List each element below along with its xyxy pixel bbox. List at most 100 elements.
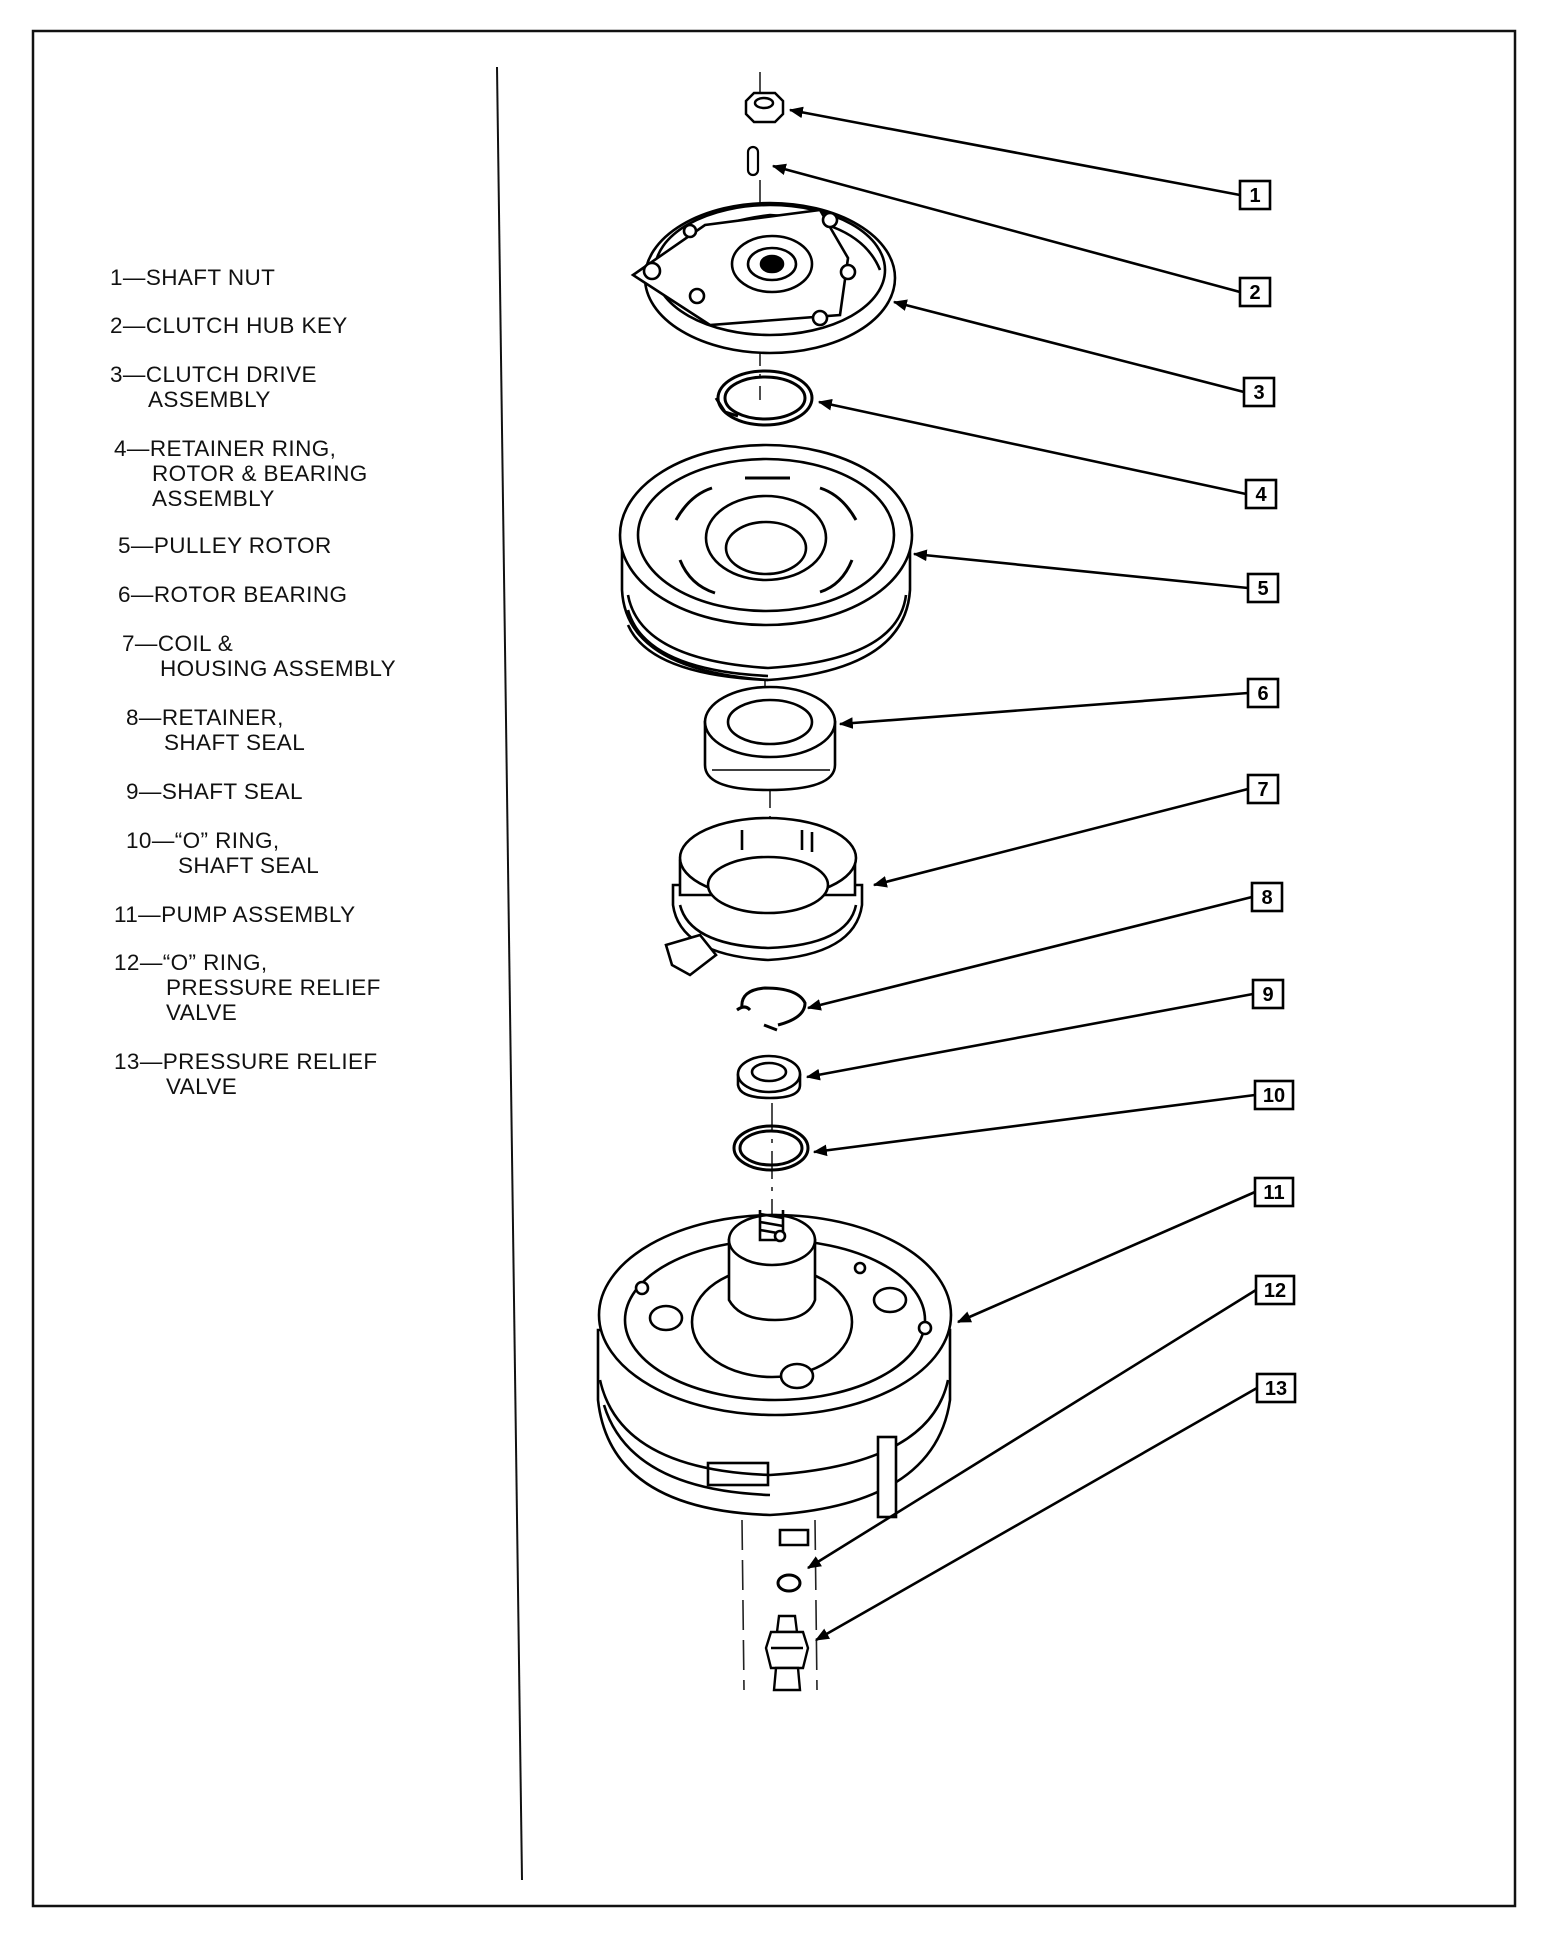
- part-pump-assembly: [596, 1210, 953, 1547]
- legend-separator: —: [139, 1049, 163, 1074]
- callout-1: 1: [1238, 179, 1272, 211]
- column-divider: [496, 66, 523, 1881]
- leader-1: [788, 106, 1241, 197]
- legend-item-6: 6—ROTOR BEARING: [118, 582, 347, 607]
- legend-item-10: 10—“O” RING,SHAFT SEAL: [126, 828, 319, 878]
- legend-separator: —: [122, 362, 146, 387]
- legend-separator: —: [126, 436, 150, 461]
- callout-box: [1246, 773, 1280, 805]
- part-clutch-drive: [630, 201, 897, 355]
- callout-3: 3: [1242, 376, 1276, 408]
- legend-text: ASSEMBLY: [148, 387, 271, 412]
- part-pressure-relief-valve: [764, 1614, 810, 1692]
- lower-axis: [741, 1519, 818, 1691]
- legend-text: ROTOR & BEARING: [152, 461, 368, 486]
- callout-box: [1246, 677, 1280, 709]
- callout-2: 2: [1238, 276, 1272, 308]
- callout-13: 13: [1255, 1372, 1297, 1404]
- callout-box: [1244, 478, 1278, 510]
- leader-12: [807, 1288, 1257, 1570]
- legend-text: COIL &: [157, 631, 234, 656]
- callout-box: [1246, 572, 1280, 604]
- legend-number: 11: [114, 902, 139, 927]
- part-clutch-hub-key: [746, 145, 760, 177]
- legend-separator: —: [122, 265, 146, 290]
- callout-box: [1255, 1372, 1297, 1404]
- part-shaft-seal: [736, 1054, 802, 1100]
- part-retainer-ring-rotor: [714, 369, 814, 427]
- legend-item-7: 7—COIL &HOUSING ASSEMBLY: [122, 631, 396, 681]
- callout-7: 7: [1246, 773, 1280, 805]
- legend-item-11: 11—PUMP ASSEMBLY: [114, 902, 356, 927]
- part-pulley-rotor: [618, 443, 914, 682]
- legend-item-5: 5—PULLEY ROTOR: [118, 533, 332, 558]
- legend-text: “O” RING,: [162, 950, 268, 975]
- callout-number: 2: [1249, 282, 1260, 304]
- outer-border: [31, 29, 1517, 1908]
- legend-text: RETAINER RING,: [149, 436, 337, 461]
- legend-number: 5: [118, 533, 131, 558]
- callout-number: 3: [1253, 382, 1264, 404]
- legend-text: ASSEMBLY: [152, 486, 275, 511]
- part-rotor-bearing: [703, 685, 837, 792]
- legend-item-9: 9—SHAFT SEAL: [126, 779, 303, 804]
- legend-separator: —: [138, 779, 162, 804]
- callout-number: 6: [1257, 683, 1268, 705]
- legend-separator: —: [130, 582, 154, 607]
- leader-10: [812, 1093, 1256, 1157]
- legend-text: VALVE: [166, 1074, 238, 1099]
- legend-number: 8: [126, 705, 139, 730]
- legend-number: 7: [122, 631, 135, 656]
- legend-text: SHAFT NUT: [145, 265, 276, 290]
- leader-9: [805, 992, 1254, 1081]
- leader-3: [892, 299, 1245, 394]
- legend-item-8: 8—RETAINER,SHAFT SEAL: [126, 705, 305, 755]
- legend-text: “O” RING,: [174, 828, 280, 853]
- callout-9: 9: [1251, 978, 1285, 1010]
- legend-number: 6: [118, 582, 131, 607]
- legend-number: 9: [126, 779, 139, 804]
- leader-4: [817, 399, 1247, 496]
- legend-text: ROTOR BEARING: [153, 582, 348, 607]
- legend-number: 4: [114, 436, 127, 461]
- callout-box: [1254, 1274, 1296, 1306]
- legend-text: SHAFT SEAL: [161, 779, 303, 804]
- part-retainer-shaft-seal: [736, 986, 807, 1032]
- callout-6: 6: [1246, 677, 1280, 709]
- callout-number: 10: [1263, 1085, 1285, 1107]
- legend-item-2: 2—CLUTCH HUB KEY: [110, 313, 348, 338]
- legend-text: PULLEY ROTOR: [153, 533, 332, 558]
- callout-4: 4: [1244, 478, 1278, 510]
- leader-2: [771, 163, 1241, 294]
- legend-text: VALVE: [166, 1000, 238, 1025]
- legend-number: 10: [126, 828, 152, 853]
- callout-number: 4: [1255, 484, 1267, 506]
- legend-number: 2: [110, 313, 123, 338]
- callout-number: 9: [1262, 984, 1273, 1006]
- callout-box: [1251, 978, 1285, 1010]
- callout-box: [1253, 1079, 1295, 1111]
- legend-number: 1: [110, 265, 123, 290]
- callout-5: 5: [1246, 572, 1280, 604]
- legend-number: 3: [110, 362, 123, 387]
- legend-separator: —: [139, 950, 163, 975]
- leader-11: [956, 1190, 1256, 1324]
- legend-text: HOUSING ASSEMBLY: [160, 656, 397, 681]
- legend-text: SHAFT SEAL: [164, 730, 306, 755]
- callout-number: 7: [1257, 779, 1268, 801]
- leader-5: [912, 549, 1249, 590]
- part-o-ring-pressure-relief-valve: [776, 1573, 802, 1593]
- legend-text: RETAINER,: [161, 705, 284, 730]
- legend-separator: —: [134, 631, 158, 656]
- callout-box: [1242, 376, 1276, 408]
- legend-text: PRESSURE RELIEF: [166, 975, 381, 1000]
- leader-6: [838, 691, 1249, 729]
- legend-separator: —: [138, 705, 162, 730]
- callout-number: 5: [1257, 578, 1268, 600]
- leader-8: [806, 895, 1253, 1011]
